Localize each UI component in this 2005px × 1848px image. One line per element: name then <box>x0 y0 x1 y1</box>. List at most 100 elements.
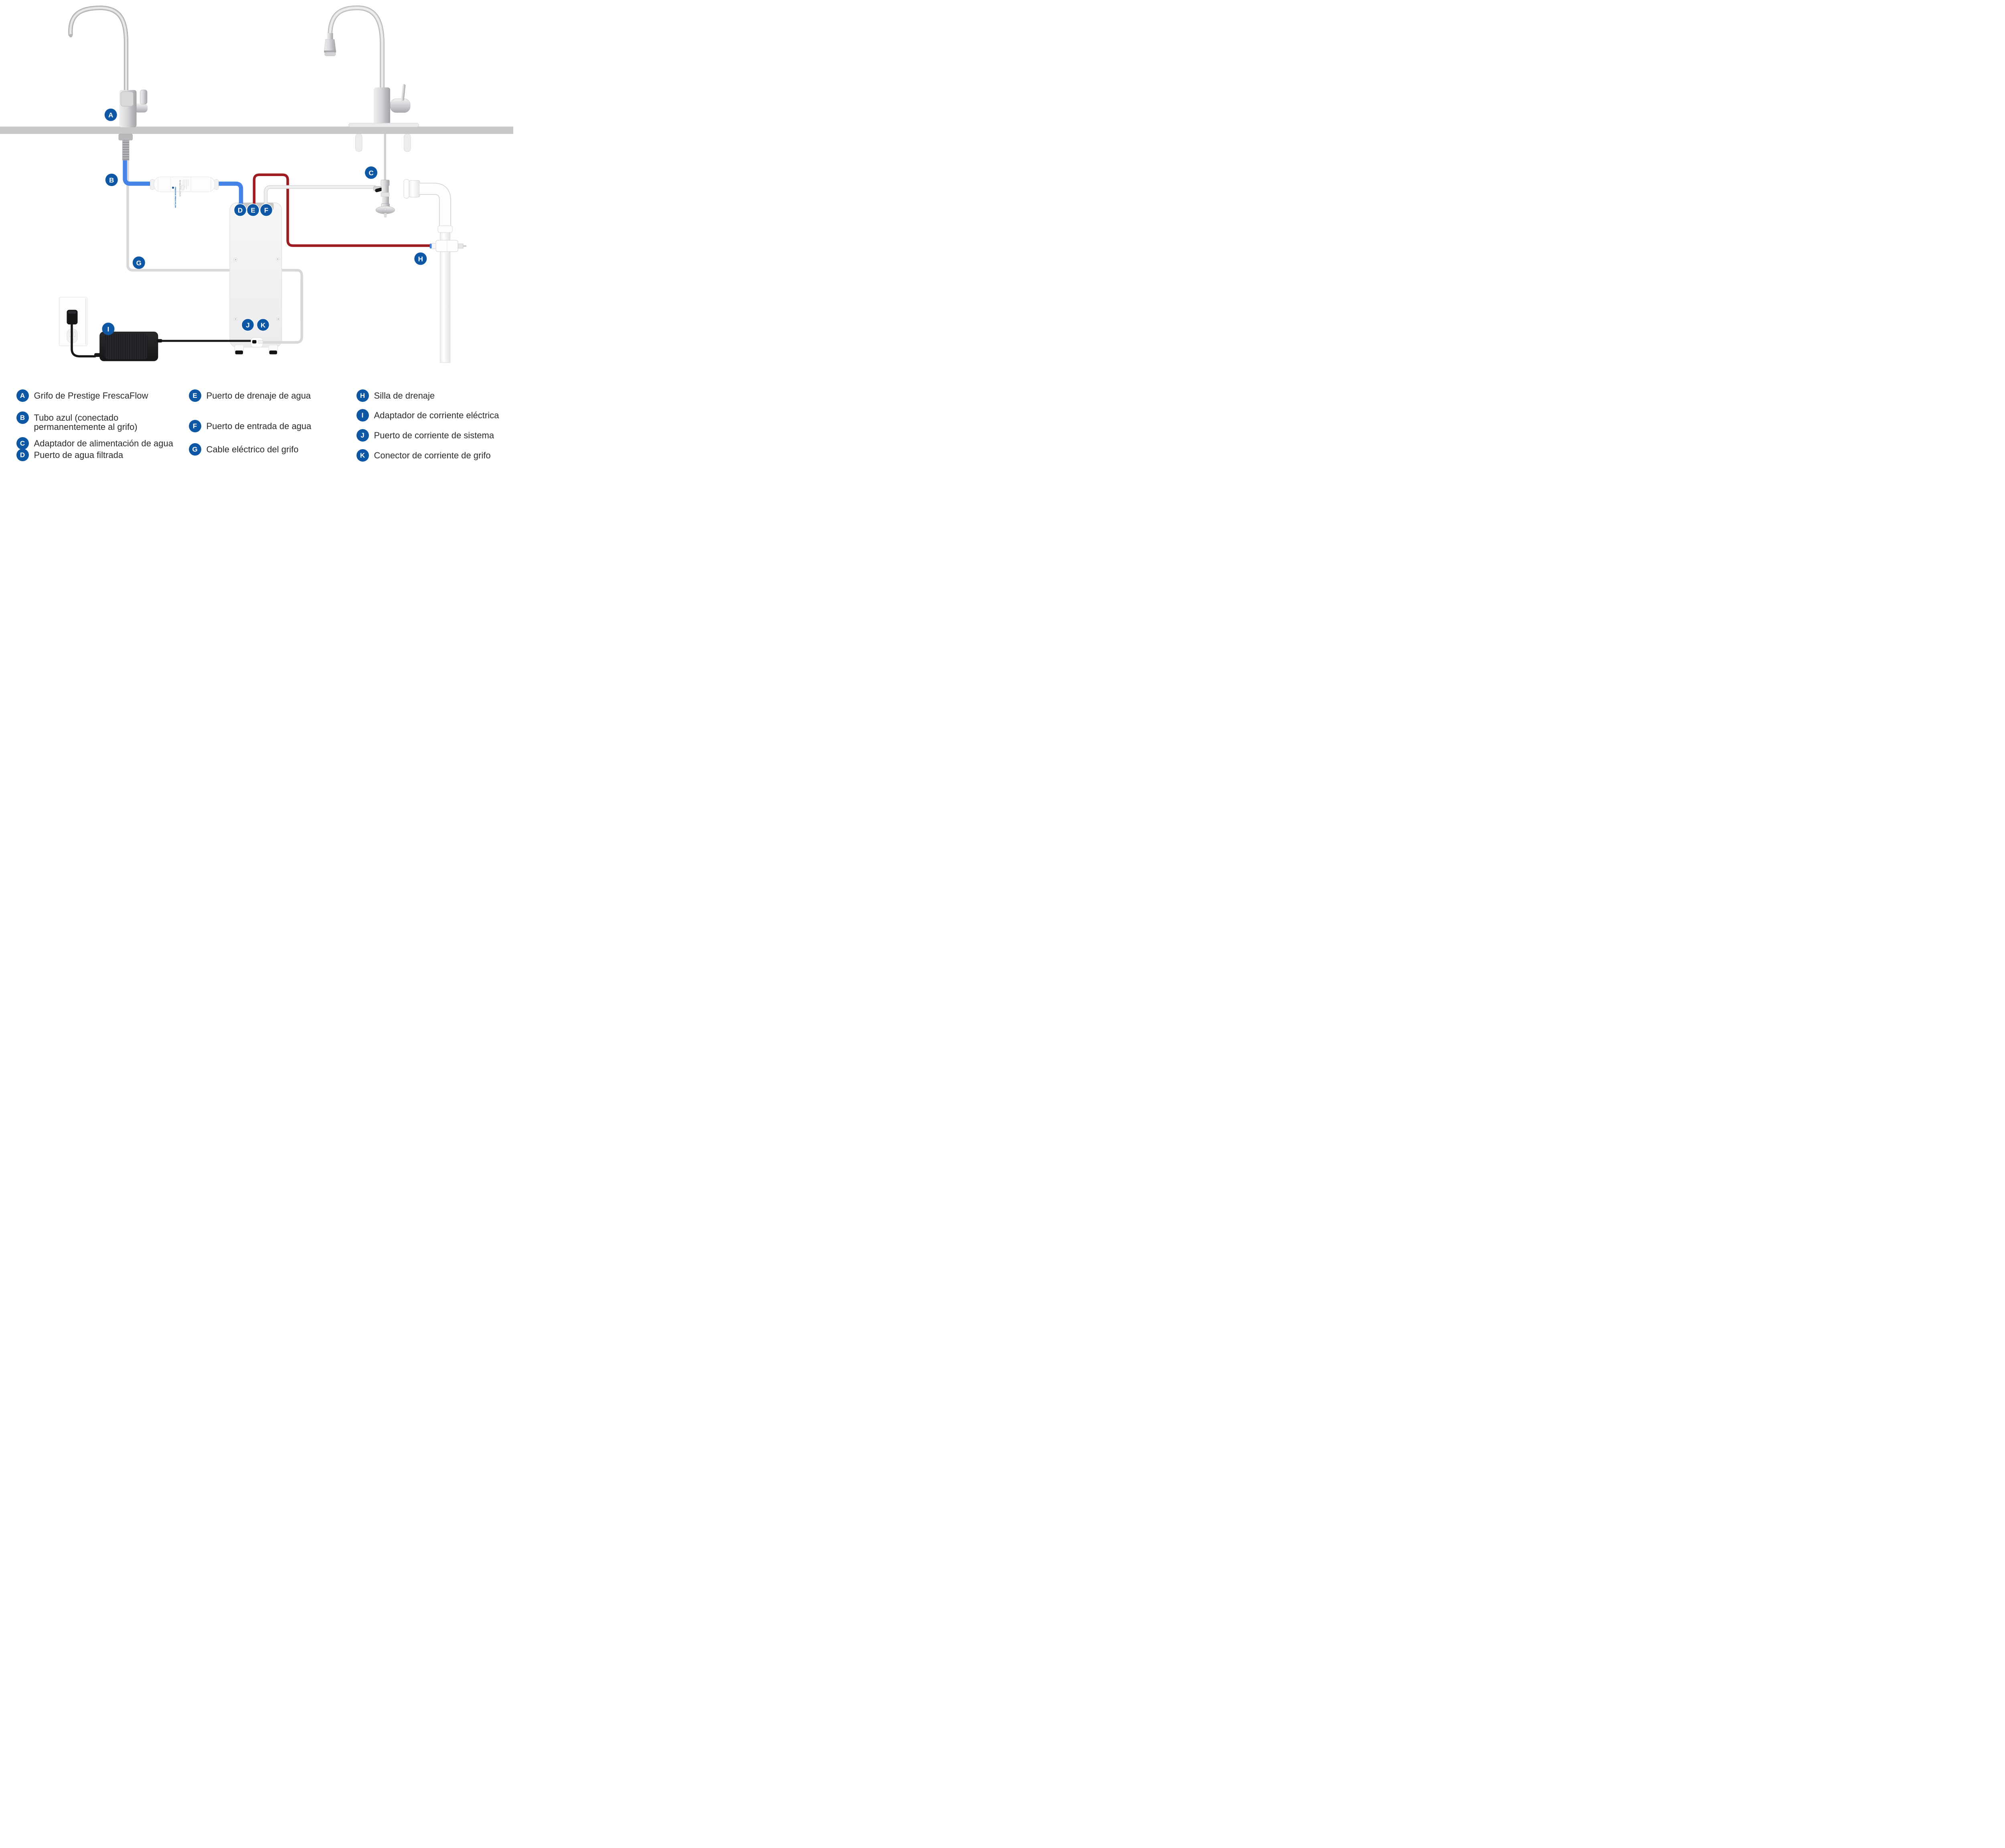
filter-label <box>170 177 191 192</box>
dc-strain-relief <box>157 339 162 342</box>
screw-dot-centers <box>235 258 279 320</box>
screw-dots <box>233 257 280 321</box>
legend-label-G: Cable eléctrico del grifo <box>206 444 299 454</box>
legend-label-B-line1: Tubo azul (conectado <box>34 412 119 423</box>
legend-badge-D: D <box>16 448 29 461</box>
svg-text:A: A <box>108 111 113 119</box>
legend-badge-H: H <box>356 389 369 402</box>
supply-leg-right <box>404 134 411 152</box>
adapter-lever <box>375 187 383 192</box>
legend-item-K: K Conector de corriente de grifo <box>356 449 491 462</box>
spray-head <box>324 33 336 56</box>
svg-text:C: C <box>369 169 373 177</box>
compression-nut <box>381 180 390 186</box>
legend-badge-F: F <box>188 420 201 432</box>
outlet-slot <box>74 332 76 337</box>
legend-badge-C: C <box>16 437 29 450</box>
legend-badge-B: B <box>16 411 29 424</box>
power-outlet <box>59 297 87 346</box>
installation-diagram: PRESTIGE FRESCAFLOW MINERALIZER <box>0 0 513 462</box>
filter-logo-icon <box>172 186 174 189</box>
svg-text:I: I <box>107 325 109 333</box>
drain-standpipe <box>440 232 450 363</box>
system-unit <box>229 202 282 355</box>
badge-J: J <box>241 318 255 332</box>
legend-item-C: C Adaptador de alimentación de agua <box>16 437 173 450</box>
hub-body <box>409 180 420 197</box>
badge-K: K <box>256 318 270 332</box>
faucet-handle <box>390 98 411 113</box>
handle-lever <box>401 84 406 101</box>
brick-ribs <box>105 333 148 359</box>
faucet-electric-cable-back <box>126 157 303 322</box>
legend-item-J: J Puerto de corriente de sistema <box>356 429 494 442</box>
frescaflow-faucet <box>68 5 148 160</box>
handle-hub <box>134 103 148 113</box>
svg-text:G: G <box>136 259 142 267</box>
hub-flange <box>403 179 409 199</box>
svg-text:D: D <box>238 207 243 214</box>
supply-leg-left <box>355 134 363 152</box>
legend-item-G: G Cable eléctrico del grifo <box>188 443 299 456</box>
kitchen-faucet <box>324 5 419 180</box>
filter-product-text: MINERALIZER <box>178 180 181 197</box>
legend-item-D: D Puerto de agua filtrada <box>16 448 123 461</box>
legend-badge-E: E <box>188 389 201 402</box>
badge-H: H <box>414 252 427 265</box>
legend-badge-A: A <box>16 389 29 402</box>
legend-label-J: Puerto de corriente de sistema <box>374 430 494 440</box>
callout-badges: A B C D E F G H <box>102 108 427 335</box>
spout-tip <box>69 34 73 38</box>
kitchen-faucet-body <box>374 87 390 124</box>
legend-label-I: Adaptador de corriente eléctrica <box>374 410 499 420</box>
drain-pipe <box>403 179 466 363</box>
legend-label-E: Puerto de drenaje de agua <box>206 390 311 401</box>
power-cord <box>71 322 96 358</box>
svg-text:B: B <box>109 176 114 184</box>
badge-E: E <box>246 203 260 217</box>
faucet-electric-cable-front <box>261 279 303 344</box>
badge-I: I <box>102 322 115 335</box>
legend-badge-K: K <box>356 449 369 462</box>
legend-label-A: Grifo de Prestige FrescaFlow <box>34 390 148 401</box>
badge-C: C <box>365 166 377 179</box>
svg-text:E: E <box>251 207 255 214</box>
svg-text:K: K <box>261 321 266 329</box>
saddle-collet <box>429 243 432 249</box>
system-power-plug <box>252 340 257 344</box>
badge-A: A <box>104 108 117 121</box>
svg-text:F: F <box>264 207 268 214</box>
filter-brand-text: PRESTIGE FRESCAFLOW <box>174 187 176 208</box>
mount-nut <box>118 134 133 140</box>
legend-item-B: B Tubo azul (conectado permanentemente a… <box>16 411 138 432</box>
legend-label-C: Adaptador de alimentación de agua <box>34 438 173 448</box>
power-port-grommet <box>251 337 263 347</box>
handle-paddle <box>140 89 148 105</box>
legend-badge-G: G <box>188 443 201 456</box>
legend-item-H: H Silla de drenaje <box>356 389 435 402</box>
legend-badge-I: I <box>356 409 369 421</box>
badge-F: F <box>259 203 273 217</box>
legend-label-B: Tubo azul (conectado permanentemente al … <box>34 413 138 432</box>
pipe-collar <box>437 225 453 233</box>
legend-label-K: Conector de corriente de grifo <box>374 450 491 460</box>
svg-text:J: J <box>246 321 249 329</box>
power-adapter-brick <box>94 332 162 361</box>
legend-item-A: A Grifo de Prestige FrescaFlow <box>16 389 148 402</box>
faucet-power-connector <box>258 340 263 344</box>
badge-B: B <box>105 174 118 186</box>
threaded-shank <box>122 140 130 160</box>
saddle-bolt <box>458 243 464 249</box>
legend-item-I: I Adaptador de corriente eléctrica <box>356 409 499 421</box>
drain-tube-red <box>253 173 432 247</box>
inline-filter: PRESTIGE FRESCAFLOW MINERALIZER <box>150 176 219 208</box>
badge-D: D <box>233 203 247 217</box>
unit-feet <box>234 344 278 355</box>
legend-badge-J: J <box>356 429 369 442</box>
water-supply-adapter <box>373 180 395 218</box>
badge-G: G <box>132 256 145 269</box>
legend-item-E: E Puerto de drenaje de agua <box>188 389 311 402</box>
faucet-supply-tube <box>384 134 386 180</box>
legend-item-F: F Puerto de entrada de agua <box>188 420 311 432</box>
deck-plate <box>348 123 419 127</box>
